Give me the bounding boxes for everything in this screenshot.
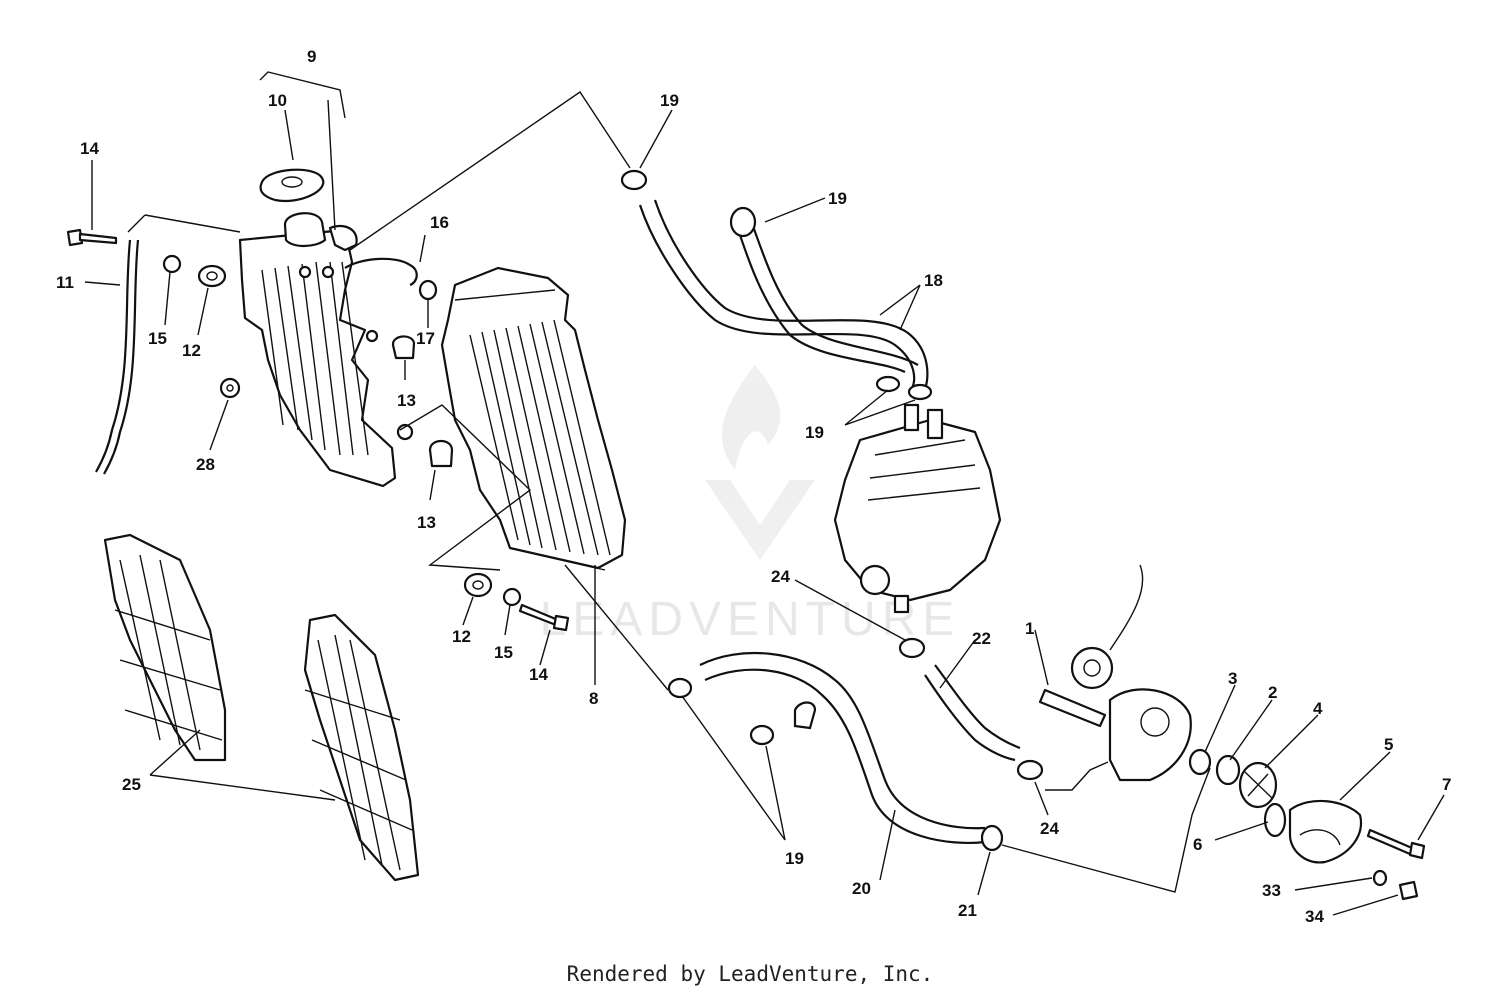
hose-clamp-24-upper [898, 637, 926, 659]
callout-3: 3 [1228, 669, 1237, 688]
grommet-13-upper [391, 335, 416, 360]
hose-clamp-19-b [729, 206, 757, 238]
callout-34: 34 [1305, 907, 1324, 926]
bolt-14-lower [518, 603, 570, 632]
drain-plug-34 [1398, 880, 1419, 901]
right-radiator [440, 266, 627, 571]
callout-13: 13 [417, 513, 436, 532]
coolant-hose-22 [924, 664, 1021, 762]
radiator-shroud-right [303, 613, 420, 882]
hose-clamp-19-d [667, 677, 693, 699]
grommet-13-lower [428, 439, 454, 468]
footer-credit: Rendered by LeadVenture, Inc. [566, 962, 934, 986]
callout-1: 1 [1025, 619, 1034, 638]
gasket-6 [1263, 802, 1287, 838]
callout-19: 19 [805, 423, 824, 442]
watermark-text: LEADVENTURE [540, 593, 961, 646]
pump-bearing-2 [1215, 754, 1241, 786]
impeller-4 [1238, 761, 1278, 809]
callout-16: 16 [430, 213, 449, 232]
overflow-hose [95, 239, 140, 475]
callout-12: 12 [452, 627, 471, 646]
callout-28: 28 [196, 455, 215, 474]
callout-22: 22 [972, 629, 991, 648]
callout-15: 15 [494, 643, 513, 662]
callout-13: 13 [397, 391, 416, 410]
callout-19: 19 [828, 189, 847, 208]
callout-24: 24 [771, 567, 790, 586]
callout-11: 11 [56, 273, 74, 292]
cylinder-head [833, 403, 1002, 614]
clamp-17 [418, 279, 438, 301]
washer-15-lower [502, 587, 522, 607]
callout-8: 8 [589, 689, 598, 708]
pump-seal-3 [1188, 748, 1212, 776]
bolt-7 [1366, 828, 1426, 860]
callout-18: 18 [924, 271, 943, 290]
callout-15: 15 [148, 329, 167, 348]
upper-hose [638, 199, 929, 393]
leader-lines [84, 71, 1445, 916]
callout-20: 20 [852, 879, 871, 898]
hose-clamp-24-lower [1016, 759, 1044, 781]
callout-17: 17 [416, 329, 435, 348]
watermark-logo [705, 365, 815, 560]
filler-neck [283, 212, 358, 252]
left-radiator [238, 228, 414, 488]
callout-10: 10 [268, 91, 287, 110]
callout-2: 2 [1268, 683, 1277, 702]
callout-19: 19 [785, 849, 804, 868]
callout-19: 19 [660, 91, 679, 110]
washer-33 [1372, 869, 1388, 887]
callout-21: 21 [958, 901, 977, 920]
callout-14: 14 [529, 665, 548, 684]
callout-5: 5 [1384, 735, 1393, 754]
callout-12: 12 [182, 341, 201, 360]
callout-labels: 9 10 14 11 15 12 28 16 17 13 13 19 19 18… [56, 47, 1451, 926]
callout-24: 24 [1040, 819, 1059, 838]
nut-28 [219, 377, 241, 399]
hose-clamp-19-e [749, 724, 775, 746]
hose-clamp-19-c [875, 375, 933, 401]
washer-15-left [162, 254, 182, 274]
callout-14: 14 [80, 139, 99, 158]
grommet-12-lower [463, 572, 493, 598]
callout-7: 7 [1442, 775, 1451, 794]
callout-4: 4 [1313, 699, 1323, 718]
grommet-12-left [197, 264, 227, 288]
hose-clamp-21 [980, 824, 1004, 852]
pump-cover-5 [1288, 799, 1363, 864]
callout-33: 33 [1262, 881, 1281, 900]
breather-hose-16 [344, 257, 418, 287]
radiator-shroud-left [103, 533, 227, 762]
pump-housing [1108, 564, 1192, 782]
callout-6: 6 [1193, 835, 1202, 854]
callout-25: 25 [122, 775, 141, 794]
radiator-cap [259, 168, 325, 203]
hose-clamp-19-a [620, 169, 648, 191]
bolt-14-top [66, 228, 118, 247]
callout-9: 9 [307, 47, 316, 66]
water-pump-shaft-1 [1038, 646, 1114, 728]
lower-hose-20 [699, 651, 986, 844]
